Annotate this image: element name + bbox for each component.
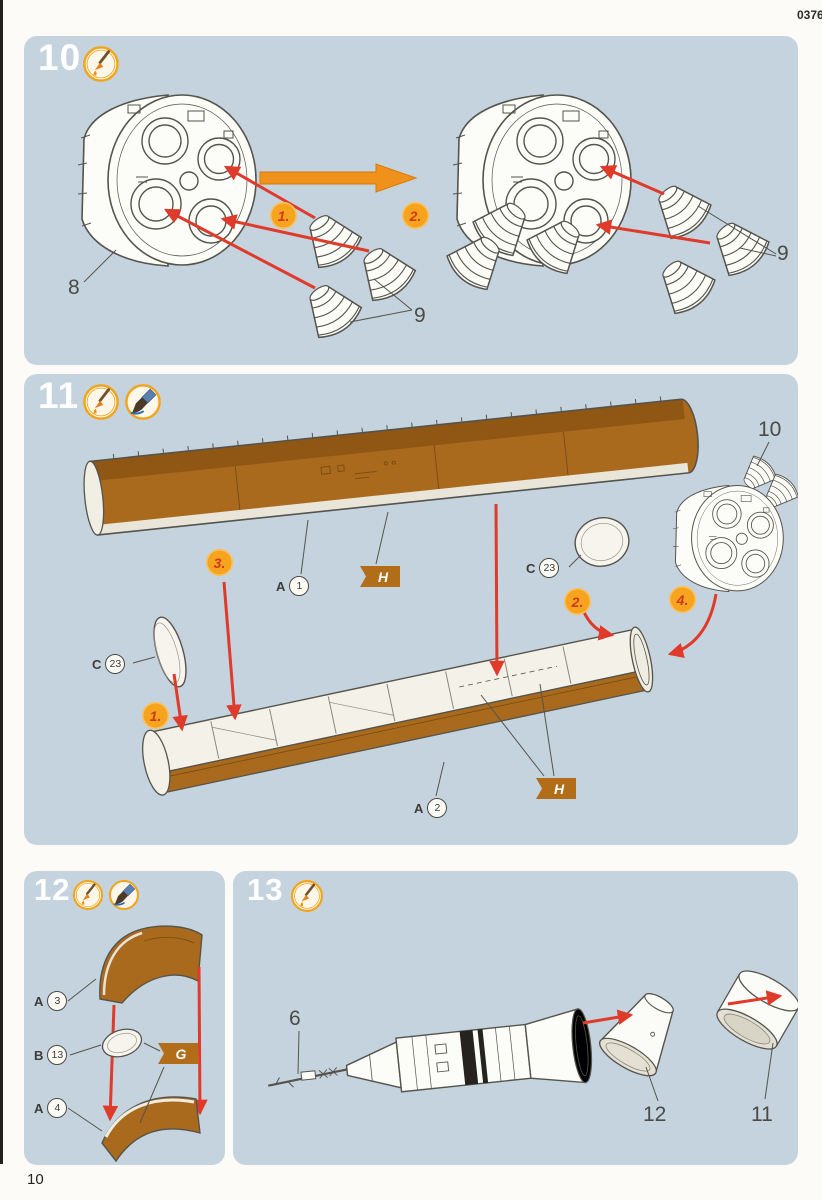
part-ref-c23-right: C 23 (526, 558, 560, 578)
part-ref-letter: A (34, 1100, 44, 1116)
part-label-12: 12 (643, 1103, 667, 1126)
part-ref-b13: B 13 (34, 1045, 68, 1065)
step-12-panel: 12 A 3 B 13 A 4 G (24, 871, 225, 1165)
part-ref-letter: C (92, 656, 102, 672)
sequence-badge-4: 4. (669, 586, 696, 613)
lower-hull-half-illustration (142, 626, 654, 796)
bulkhead-disc-c23-right-illustration (574, 517, 630, 567)
page-edge-line (0, 0, 3, 1164)
bulkhead-disc-part-b13-illustration (101, 1028, 143, 1058)
step-10-illustration (77, 94, 777, 345)
part-ref-number: 23 (105, 654, 126, 674)
part-ref-number: 4 (47, 1098, 68, 1118)
step-13-illustration (268, 970, 798, 1102)
bulkhead-disc-c23-left-illustration (153, 616, 187, 688)
nozzle-parts-right (644, 173, 775, 321)
step-number: 11 (38, 375, 80, 416)
sequence-badge-1: 1. (142, 702, 169, 729)
sequence-badge-3: 3. (206, 549, 233, 576)
roof-panel-part-a3-illustration (99, 925, 203, 1004)
part-ref-a1: A 1 (276, 576, 310, 596)
engine-cluster-right-illustration (441, 94, 632, 297)
part-ref-number: 13 (47, 1045, 68, 1065)
page-number: 10 (27, 1171, 44, 1188)
part-ref-letter: A (414, 800, 424, 816)
part-ref-a2: A 2 (414, 798, 448, 818)
sequence-badge-2: 2. (402, 202, 429, 229)
part-label-6: 6 (289, 1007, 301, 1030)
attach-arrows-right (595, 165, 711, 245)
upper-hull-half-illustration (83, 396, 699, 536)
paint-icon (290, 879, 324, 913)
part-ref-number: 2 (427, 798, 448, 818)
assembly-direction-arrow (259, 163, 418, 193)
leader-lines (132, 441, 770, 797)
attach-arrows-left (163, 165, 370, 290)
part-ref-a3: A 3 (34, 991, 68, 1011)
brush-icon (125, 384, 161, 420)
step-11-illustration (83, 396, 798, 797)
part-label-11: 11 (751, 1103, 773, 1126)
adapter-cone-part-12-illustration (599, 993, 674, 1077)
engine-cluster-left-illustration (77, 94, 257, 267)
part-label-8: 8 (68, 276, 80, 299)
color-flag-g: G (158, 1043, 198, 1064)
part-ref-letter: A (34, 993, 44, 1009)
part-ref-letter: B (34, 1047, 44, 1063)
leader-lines (67, 978, 165, 1132)
step-13-panel: 13 6 12 11 (233, 871, 798, 1165)
step-number: 12 (34, 872, 71, 907)
part-ref-a4: A 4 (34, 1098, 68, 1118)
color-flag-h-top: H (360, 566, 400, 587)
step-12-illustration (67, 925, 208, 1163)
part-ref-number: 23 (539, 558, 560, 578)
paint-icon (82, 45, 120, 83)
part-label-9-right: 9 (777, 242, 789, 265)
spacecraft-part-6-illustration (268, 1008, 593, 1093)
brush-icon (108, 879, 140, 911)
kit-number: 0376 (797, 8, 822, 22)
sequence-badge-2: 2. (564, 588, 591, 615)
part-ref-letter: A (276, 578, 286, 594)
part-label-9-left: 9 (414, 304, 426, 327)
step-11-panel: 11 10 3. 1. 2. 4. A 1 A 2 C 23 C 23 H H (24, 374, 798, 845)
paint-icon (72, 879, 104, 911)
color-flag-h-bottom: H (536, 778, 576, 799)
engine-assembly-part-10-illustration (672, 452, 798, 592)
part-ref-number: 1 (289, 576, 310, 596)
part-ref-letter: C (526, 560, 536, 576)
floor-panel-part-a4-illustration (101, 1096, 201, 1163)
step-10-panel: 10 1. 2. 8 9 9 (24, 36, 798, 365)
assembly-arrows (102, 966, 208, 1122)
part-label-10: 10 (758, 418, 782, 441)
ring-part-11-illustration (716, 970, 798, 1050)
step-number: 13 (247, 872, 284, 907)
leader-lines (83, 205, 777, 323)
assembly-arrows (172, 503, 718, 732)
paint-icon (82, 383, 120, 421)
assembly-arrows (582, 990, 783, 1025)
leader-lines (297, 1030, 774, 1102)
sequence-badge-1: 1. (270, 202, 297, 229)
part-ref-c23-left: C 23 (92, 654, 126, 674)
step-number: 10 (38, 37, 82, 78)
nozzle-parts-left (294, 203, 421, 345)
part-ref-number: 3 (47, 991, 68, 1011)
